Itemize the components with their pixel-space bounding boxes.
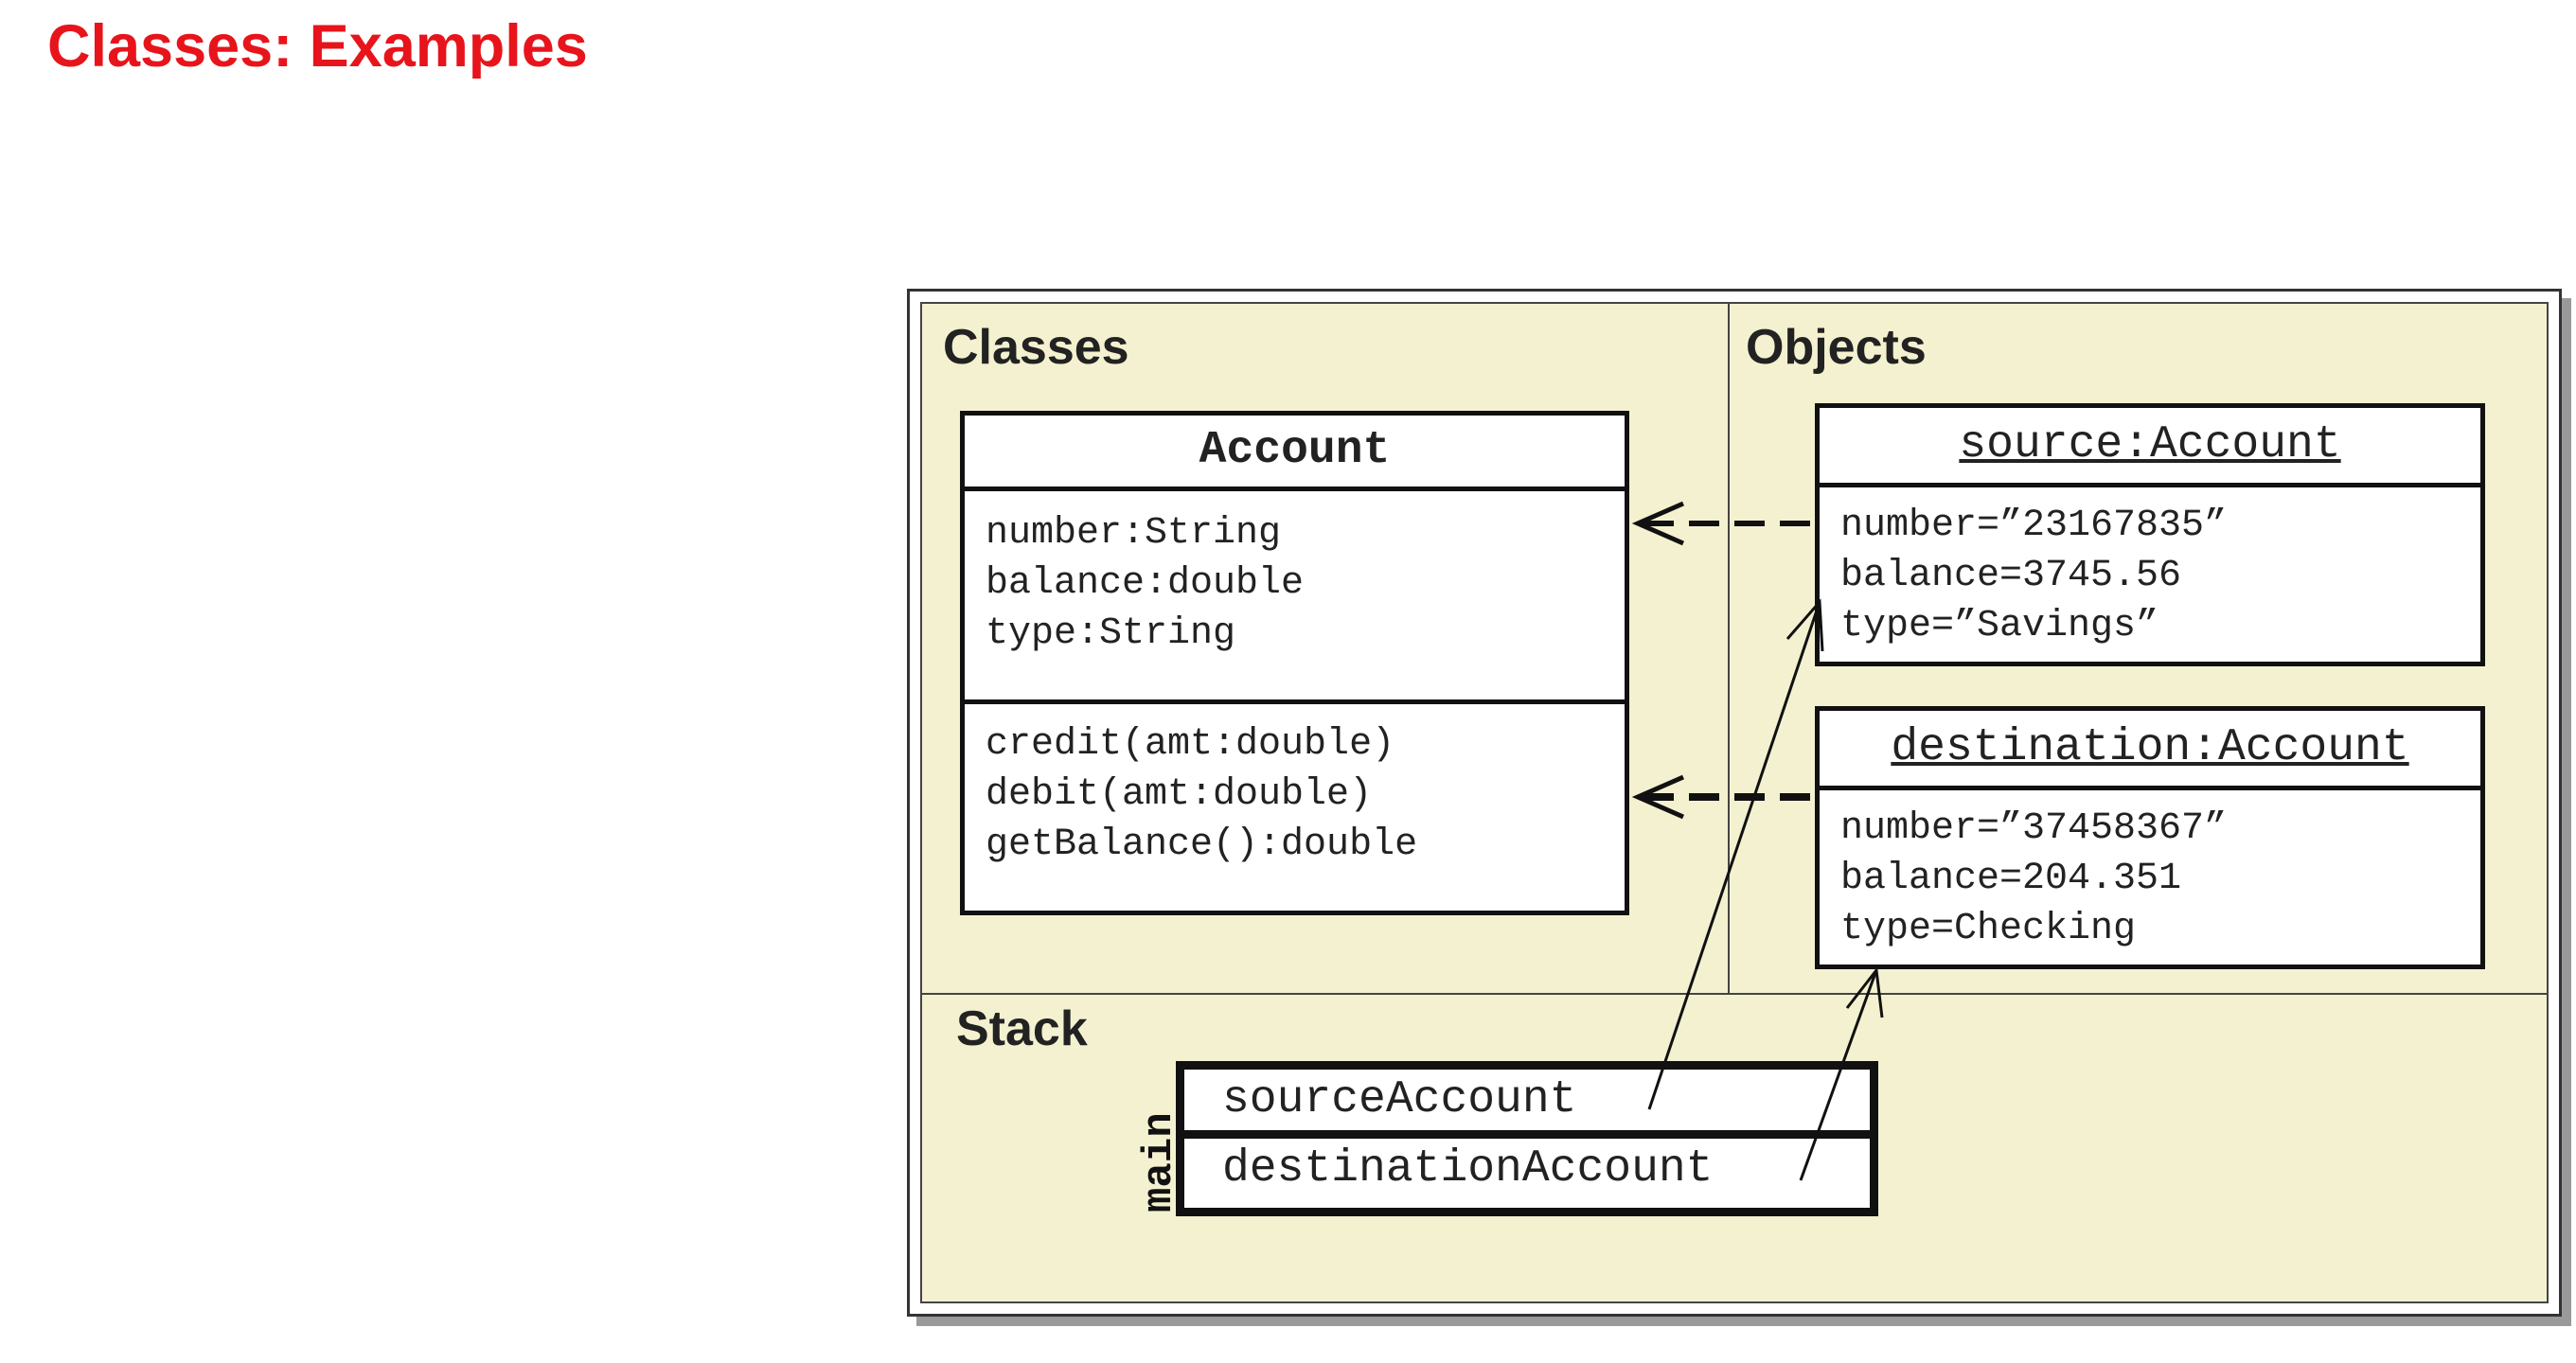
stack-variable: sourceAccount <box>1222 1074 1577 1125</box>
class-attribute: type:String <box>986 612 1236 655</box>
diagram-canvas: Classes Objects Stack Account number:Str… <box>920 302 2549 1303</box>
object-field: number=”23167835” <box>1840 504 2228 547</box>
object-fields: number=”37458367” balance=204.351 type=C… <box>1820 790 2480 954</box>
class-attribute: balance:double <box>986 562 1305 605</box>
objects-section-label: Objects <box>1746 320 1927 375</box>
object-field: type=”Savings” <box>1840 605 2159 647</box>
page-title: Classes: Examples <box>47 13 588 80</box>
account-class-box: Account number:String balance:double typ… <box>960 411 1629 915</box>
object-field: balance=204.351 <box>1840 858 2182 900</box>
object-field: number=”37458367” <box>1840 807 2228 850</box>
class-name: Account <box>965 416 1625 491</box>
class-operations: credit(amt:double) debit(amt:double) get… <box>965 704 1625 870</box>
destination-object-box: destination:Account number=”37458367” ba… <box>1815 706 2485 969</box>
class-attribute: number:String <box>986 512 1282 555</box>
object-name-text: source:Account <box>1959 419 2341 470</box>
object-fields: number=”23167835” balance=3745.56 type=”… <box>1820 487 2480 651</box>
classes-section-label: Classes <box>943 320 1129 375</box>
object-name: destination:Account <box>1820 711 2480 790</box>
class-operation: getBalance():double <box>986 823 1418 866</box>
stack-section-label: Stack <box>956 1001 1088 1056</box>
source-object-box: source:Account number=”23167835” balance… <box>1815 403 2485 666</box>
object-name-text: destination:Account <box>1891 722 2409 773</box>
object-field: type=Checking <box>1840 908 2137 950</box>
class-operation: debit(amt:double) <box>986 773 1373 816</box>
diagram-frame: Classes Objects Stack Account number:Str… <box>907 289 2562 1317</box>
class-attributes: number:String balance:double type:String <box>965 491 1625 704</box>
stack-divider <box>1184 1130 1870 1139</box>
stack-frame: sourceAccount destinationAccount <box>1176 1061 1878 1216</box>
stack-variable: destinationAccount <box>1222 1143 1714 1195</box>
object-field: balance=3745.56 <box>1840 555 2182 597</box>
class-operation: credit(amt:double) <box>986 723 1395 766</box>
vertical-divider <box>1728 304 1730 995</box>
horizontal-divider <box>922 993 2547 995</box>
object-name: source:Account <box>1820 408 2480 487</box>
